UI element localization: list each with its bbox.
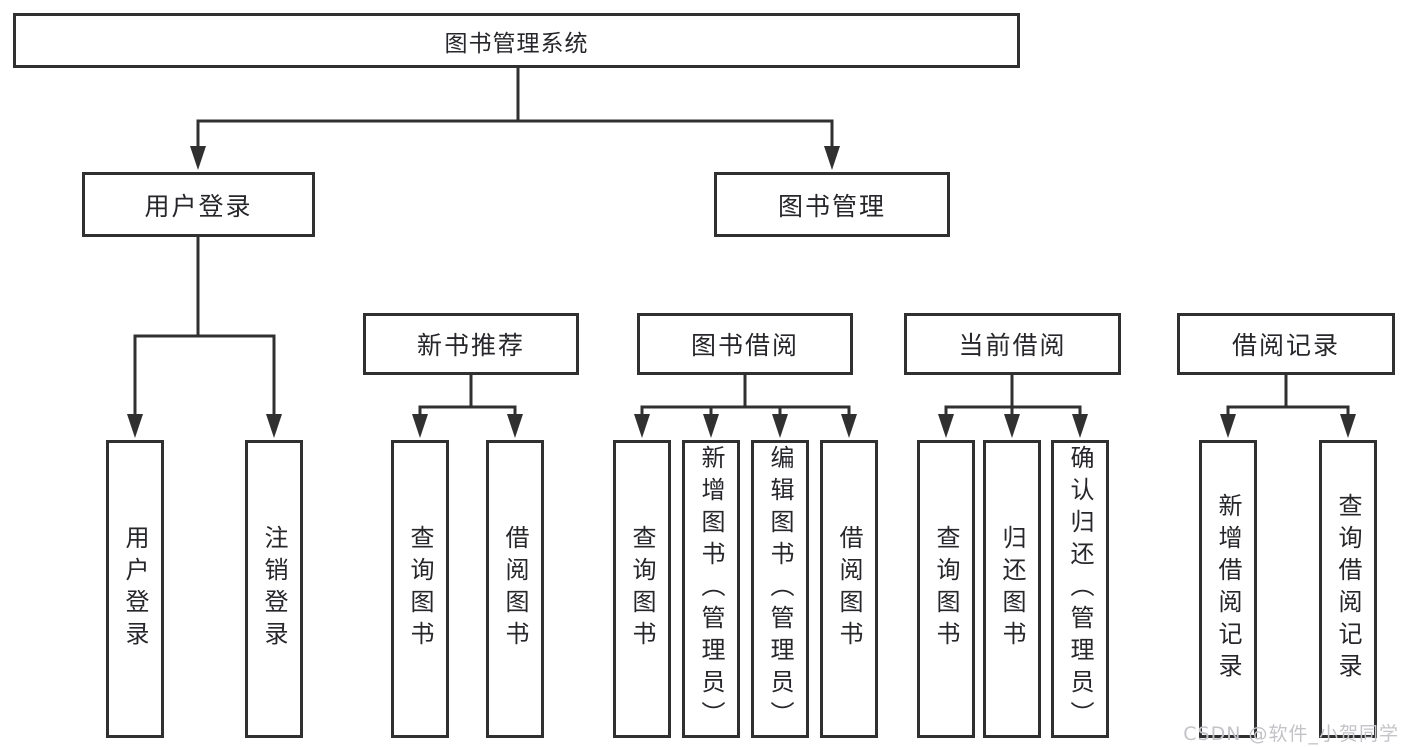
arrow-head-icon [127, 414, 143, 438]
connector-line [418, 373, 517, 422]
watermark: CSDN @软件_小贺同学 [1183, 723, 1399, 745]
arrow-head-icon [772, 414, 788, 438]
connector-line [133, 235, 276, 422]
node-bb-query-book: 查询图书 [613, 440, 671, 738]
node-current-borrow: 当前借阅 [904, 313, 1121, 375]
node-cb-query-book: 查询图书 [917, 440, 975, 738]
node-rec-borrow-book: 借阅图书 [486, 440, 544, 738]
arrow-head-icon [841, 414, 857, 438]
node-new-book-rec: 新书推荐 [363, 313, 579, 375]
connector-line [196, 66, 834, 154]
arrow-head-icon [634, 414, 650, 438]
arrow-head-icon [1340, 414, 1356, 438]
node-leaf-logout: 注销登录 [245, 440, 303, 738]
arrow-head-icon [1072, 414, 1088, 438]
node-bb-borrow-book: 借阅图书 [820, 440, 878, 738]
arrow-head-icon [938, 414, 954, 438]
connector-line [640, 373, 851, 422]
node-bb-edit-book: 编辑图书（管理员） [751, 440, 809, 738]
node-book-borrow: 图书借阅 [637, 313, 853, 375]
node-cb-return-book: 归还图书 [983, 440, 1041, 738]
node-book-mgmt: 图书管理 [714, 172, 950, 237]
node-leaf-user-login: 用户登录 [106, 440, 164, 738]
arrow-head-icon [190, 146, 206, 170]
arrow-head-icon [824, 146, 840, 170]
arrow-head-icon [703, 414, 719, 438]
arrow-head-icon [266, 414, 282, 438]
arrow-head-icon [1220, 414, 1236, 438]
node-cb-confirm-return: 确认归还（管理员） [1051, 440, 1109, 738]
node-br-add-record: 新增借阅记录 [1199, 440, 1257, 738]
connector-line [944, 373, 1082, 422]
arrow-head-icon [507, 414, 523, 438]
node-br-query-record: 查询借阅记录 [1319, 440, 1377, 738]
arrow-head-icon [412, 414, 428, 438]
node-rec-query-book: 查询图书 [391, 440, 449, 738]
node-root: 图书管理系统 [13, 13, 1020, 68]
node-borrow-record: 借阅记录 [1177, 313, 1395, 375]
node-bb-add-book: 新增图书（管理员） [682, 440, 740, 738]
node-user-login: 用户登录 [82, 172, 315, 237]
connector-line [1226, 373, 1350, 422]
arrow-head-icon [1004, 414, 1020, 438]
